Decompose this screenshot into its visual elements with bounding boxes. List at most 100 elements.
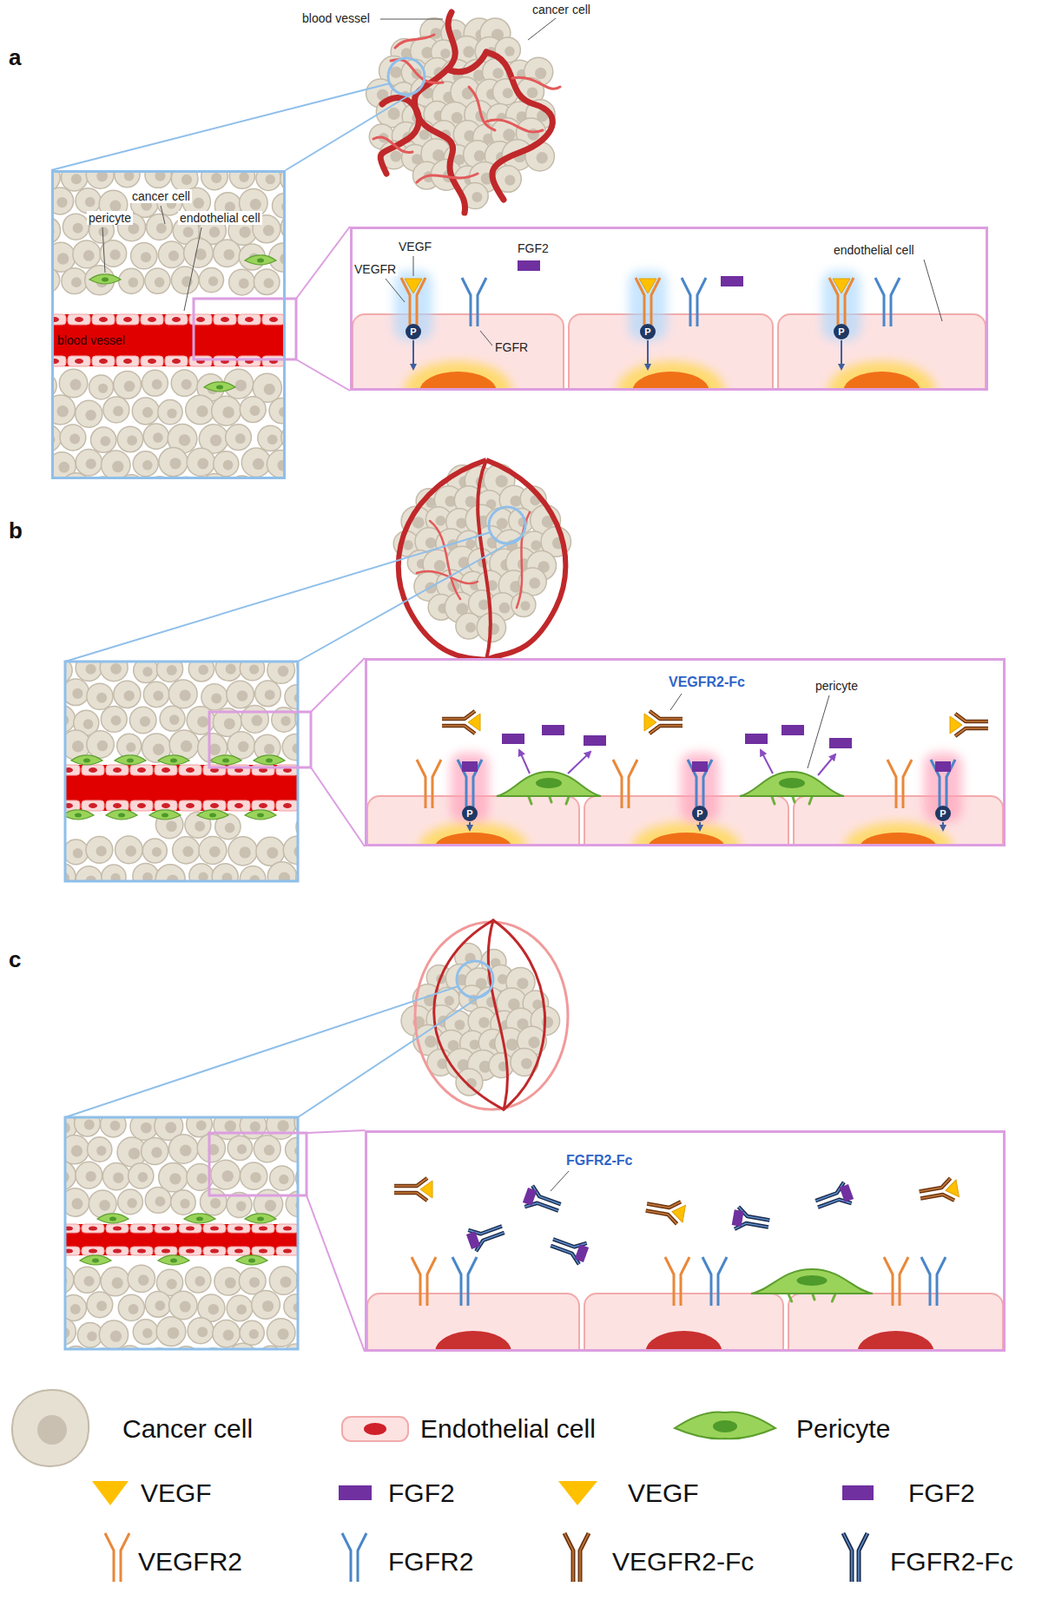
cancer-cell	[257, 425, 284, 451]
legend-text: VEGF	[627, 1478, 700, 1508]
cell-nucleus	[96, 1300, 107, 1312]
cell-nucleus	[151, 1147, 162, 1158]
zoom-line	[297, 536, 521, 662]
tumor	[366, 12, 561, 213]
cell-nucleus	[83, 718, 94, 730]
cell-nucleus	[167, 1327, 179, 1339]
inactive-nucleus	[435, 1331, 512, 1352]
zoom-detail	[349, 226, 989, 391]
cancer-cell	[197, 1134, 225, 1162]
endothelial-cell	[65, 1246, 80, 1256]
cell-nucleus	[128, 1304, 139, 1315]
detail-box: FGFR2-Fc	[364, 1130, 1006, 1352]
pericyte-nucleus	[101, 277, 109, 283]
cancer-cell	[74, 1117, 101, 1137]
fgfr2-fc-trap	[521, 1184, 564, 1219]
cell-nucleus	[535, 151, 548, 164]
endothelial-nucleus	[98, 358, 108, 364]
cancer-cell	[75, 661, 102, 681]
zoom-line	[296, 359, 350, 391]
cell-nucleus	[250, 1121, 261, 1133]
nucleus-glow	[404, 361, 513, 391]
cancer-cell	[159, 705, 185, 732]
part-label: cancer cell	[532, 2, 591, 17]
cancer-cell	[186, 448, 215, 476]
cell-nucleus	[169, 1173, 181, 1185]
endothelial-cell	[367, 1293, 580, 1352]
cancer-cell	[59, 369, 88, 398]
activation-glow	[628, 270, 667, 341]
cell-nucleus	[224, 1277, 237, 1289]
pericyte	[114, 755, 146, 766]
cancer-cell	[75, 400, 103, 428]
endothelial-cell	[81, 1224, 105, 1234]
cancer-cell	[128, 1163, 154, 1189]
cancer-cell	[156, 1317, 186, 1347]
endothelial-nucleus	[185, 1249, 195, 1254]
cancer-cell	[115, 836, 144, 864]
pericyte	[210, 755, 242, 766]
pericyte-nucleus	[170, 1259, 178, 1264]
phospho-mark: P	[644, 327, 651, 337]
vegfr-receptor	[829, 277, 854, 327]
cancer-cell	[239, 866, 266, 882]
cell-nucleus	[72, 848, 84, 859]
fgfr2-fc-trap	[731, 1206, 772, 1235]
cell-nucleus	[112, 1277, 124, 1289]
tumor-capillary	[468, 86, 495, 131]
cell-nucleus	[97, 740, 109, 752]
pericyte-nucleus	[257, 813, 264, 818]
cell-nucleus	[197, 872, 208, 882]
cancer-cell	[201, 684, 228, 711]
cell-nucleus	[250, 715, 263, 727]
fgfr-receptor	[875, 277, 900, 327]
cancer-cell	[65, 1134, 90, 1164]
cell-nucleus	[280, 716, 291, 726]
fgfr2-fc-trap	[812, 1180, 855, 1215]
zoom-square	[209, 712, 311, 768]
cancer-cell	[239, 1117, 267, 1140]
cell-nucleus	[71, 173, 82, 185]
endothelial-cell	[140, 356, 164, 367]
tumor-vessel	[447, 52, 487, 73]
cancer-cell	[75, 188, 101, 214]
leader-line	[550, 1171, 569, 1192]
cell-nucleus	[164, 1121, 177, 1134]
cell-nucleus	[85, 664, 96, 675]
zoom-line	[65, 986, 459, 1118]
cell-nucleus	[516, 977, 528, 990]
cell-nucleus	[280, 1276, 292, 1288]
inactive-nucleus	[857, 1331, 935, 1352]
cancer-cell	[75, 866, 102, 882]
cell-nucleus	[169, 457, 181, 469]
cell-nucleus	[541, 1016, 554, 1029]
cancer-cell	[171, 266, 198, 294]
endothelial-cell	[140, 314, 164, 325]
cancer-cell	[225, 424, 252, 451]
cell-nucleus	[520, 600, 530, 611]
fgfr-receptor	[681, 277, 706, 327]
fgf2-ligand	[829, 738, 852, 749]
cell-nucleus	[236, 1201, 247, 1213]
endothelial-cell	[164, 314, 188, 325]
cancer-cell	[511, 592, 536, 617]
cell-nucleus	[179, 1144, 192, 1156]
fgf2-ligand	[692, 761, 708, 772]
endothelial-cell	[178, 800, 202, 812]
legend-icons	[12, 1390, 874, 1583]
cancer-cell	[239, 661, 264, 681]
cancer-cell	[158, 400, 183, 425]
endothelial-cell	[237, 356, 261, 367]
part-label: blood vessel	[302, 11, 370, 26]
legend-text: FGF2	[908, 1478, 976, 1508]
cell-nucleus	[85, 197, 96, 208]
cell-nucleus	[180, 740, 192, 752]
cancer-cell	[118, 1294, 145, 1321]
endothelial-nucleus	[112, 803, 122, 809]
cancer-cell	[100, 1117, 127, 1138]
cancer-cell	[213, 239, 241, 267]
endothelial-cell	[178, 765, 202, 776]
endothelial-nucleus	[185, 1226, 195, 1232]
endothelial-cell	[584, 1293, 784, 1352]
